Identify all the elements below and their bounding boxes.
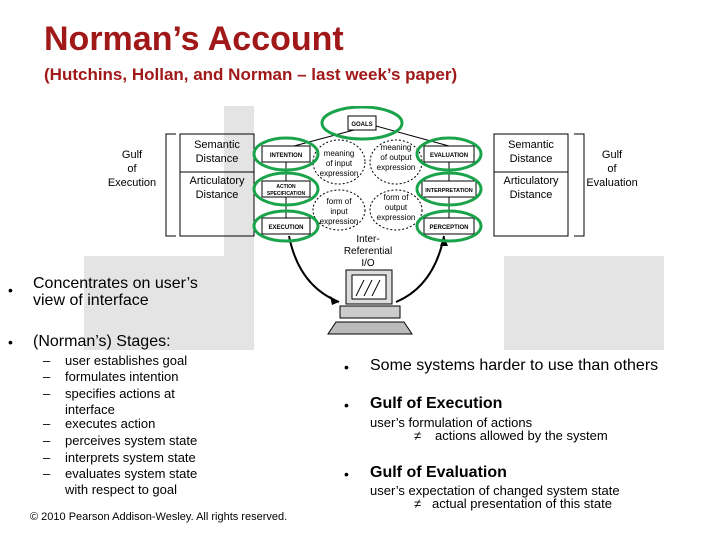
svg-text:expression: expression [320,169,359,178]
stage-item: evaluates system state with respect to g… [65,466,198,497]
svg-text:EXECUTION: EXECUTION [268,225,303,231]
bullet-stages: (Norman’s) Stages: [33,333,171,350]
svg-text:ACTION: ACTION [276,184,296,190]
svg-text:Evaluation: Evaluation [586,177,637,189]
svg-text:input: input [330,207,348,216]
bullet-gulf-evaluation: Gulf of Evaluation [370,464,507,481]
svg-text:INTENTION: INTENTION [270,153,302,159]
svg-text:output: output [385,203,408,212]
left-gulf-label-2: of [127,163,137,175]
left-gulf-label-1: Gulf [122,149,143,161]
svg-text:INTERPRETATION: INTERPRETATION [425,188,472,194]
svg-text:Semantic: Semantic [194,139,240,151]
stage-item: user establishes goal [65,353,188,368]
gulf-evaluation-detail-2: actual presentation of this state [432,496,612,511]
svg-text:expression: expression [377,163,416,172]
bullet-gulf-execution: Gulf of Execution [370,395,503,412]
svg-text:PERCEPTION: PERCEPTION [429,225,468,231]
svg-text:meaning: meaning [381,143,412,152]
stage-item: executes action [65,416,156,431]
stage-item: formulates intention [65,369,179,384]
gulf-execution-detail-2: actions allowed by the system [435,428,608,443]
copyright-footer: © 2010 Pearson Addison-Wesley. All right… [30,511,288,523]
stage-item: interprets system state [65,450,196,465]
slide-title: Norman’s Account [44,20,344,58]
svg-text:meaning: meaning [324,149,355,158]
bullet-marker: • [8,282,13,298]
gulfs-diagram: Gulf of Execution Semantic Distance Arti… [84,106,664,350]
gulf-evaluation-detail-1: user’s expectation of changed system sta… [370,483,620,498]
svg-text:form of: form of [384,193,410,202]
stage-item: perceives system state [65,433,198,448]
svg-text:EVALUATION: EVALUATION [430,153,468,159]
neq-symbol: ≠ [414,428,422,443]
bullet-harder-systems: Some systems harder to use than others [370,357,659,374]
svg-text:of: of [607,163,617,175]
svg-text:expression: expression [320,217,359,226]
svg-text:Inter-: Inter- [356,234,379,245]
svg-text:Distance: Distance [196,189,239,201]
computer-icon [327,269,413,335]
svg-text:Articulatory: Articulatory [503,175,559,187]
slide-subtitle: (Hutchins, Hollan, and Norman – last wee… [44,65,458,84]
stage-item: specifies actions at interface [65,386,175,417]
neq-symbol: ≠ [414,496,422,511]
svg-text:Articulatory: Articulatory [189,175,245,187]
svg-text:of input: of input [326,159,353,168]
left-gulf-label-3: Execution [108,177,156,189]
svg-text:SPECIFICATION: SPECIFICATION [267,191,306,197]
right-gulf-label-1: Gulf [602,149,623,161]
svg-text:Referential: Referential [344,246,392,257]
bullet-marker: • [8,334,13,350]
svg-text:Distance: Distance [510,153,553,165]
svg-text:Distance: Distance [196,153,239,165]
svg-text:I/O: I/O [361,258,375,269]
goals-box-label: GOALS [351,122,372,128]
gulf-execution-detail-1: user’s formulation of actions [370,415,533,430]
right-distance-box [493,133,569,237]
left-gulf-panel [84,106,224,256]
highlight-ellipses [252,106,483,243]
right-gulf-panel [494,106,664,256]
svg-text:Semantic: Semantic [508,139,554,151]
svg-text:of output: of output [380,153,412,162]
svg-text:form of: form of [327,197,353,206]
bullet-interface-view: Concentrates on user’s view of interface [33,275,198,309]
svg-text:expression: expression [377,213,416,222]
svg-text:Distance: Distance [510,189,553,201]
